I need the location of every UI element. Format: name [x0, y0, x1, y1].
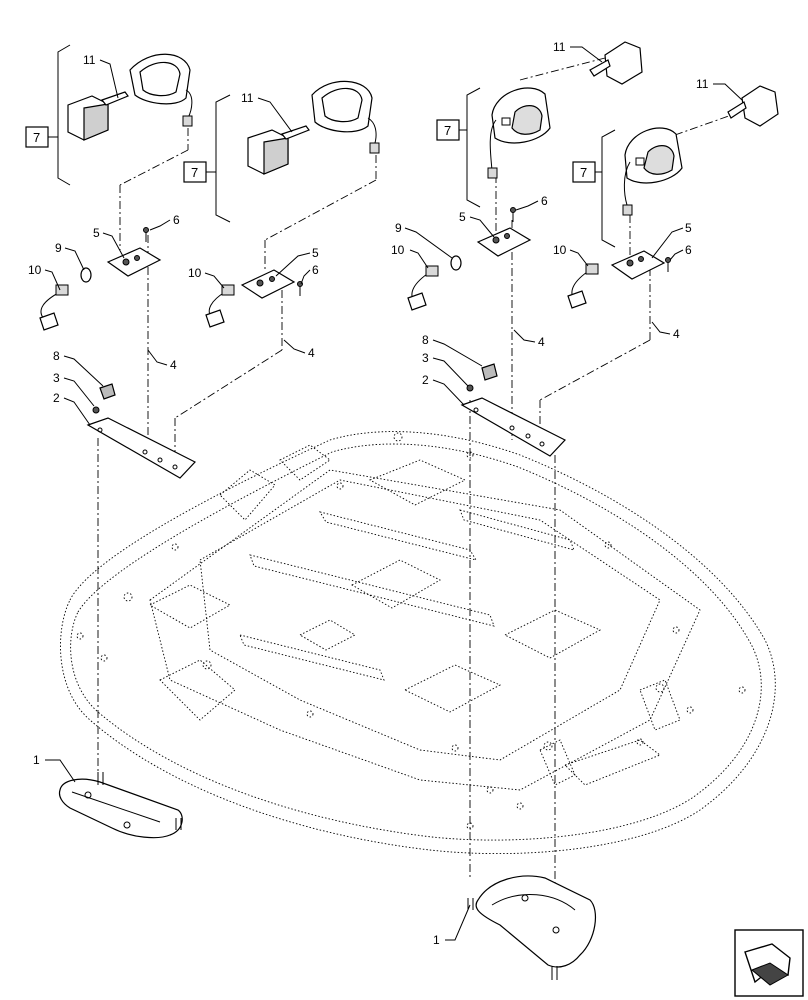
cab-roof [60, 431, 776, 855]
group-bracket-7c [436, 87, 481, 208]
work-lamp-assembly-2 [205, 80, 380, 328]
callout-11: 11 [553, 40, 566, 54]
group-bracket-7a [25, 44, 71, 186]
callout-3: 3 [53, 371, 60, 385]
callout-8: 8 [422, 333, 429, 347]
group-bracket-7b [183, 94, 231, 223]
callout-1: 1 [433, 933, 440, 947]
callout-6: 6 [685, 243, 692, 257]
callout-7: 7 [580, 165, 587, 180]
callout-7: 7 [33, 130, 40, 145]
callout-3: 3 [422, 351, 429, 365]
callout-4: 4 [673, 327, 680, 341]
callout-9: 9 [55, 241, 62, 255]
callout-6: 6 [312, 263, 319, 277]
callout-4: 4 [538, 335, 545, 349]
callout-10: 10 [391, 243, 405, 257]
callout-2: 2 [422, 373, 429, 387]
callout-5: 5 [685, 221, 692, 235]
callout-11: 11 [241, 91, 254, 105]
callout-4: 4 [308, 346, 315, 360]
callout-2: 2 [53, 391, 60, 405]
callout-6: 6 [541, 194, 548, 208]
callout-8: 8 [53, 349, 60, 363]
work-lamp-assembly-3 [407, 41, 643, 980]
callout-5: 5 [93, 226, 100, 240]
callout-1: 1 [33, 753, 40, 767]
callout-labels: 11 11 11 11 7 7 7 7 5 5 5 5 6 6 6 6 9 9 … [28, 40, 709, 947]
callout-11: 11 [83, 53, 96, 67]
callout-9: 9 [395, 221, 402, 235]
callout-10: 10 [188, 266, 202, 280]
assembly-centerlines [97, 57, 741, 915]
callout-10: 10 [553, 243, 567, 257]
callout-5: 5 [459, 210, 466, 224]
callout-10: 10 [28, 263, 42, 277]
callout-7: 7 [444, 123, 451, 138]
callout-6: 6 [173, 213, 180, 227]
callout-5: 5 [312, 246, 319, 260]
group-bracket-7d [572, 129, 616, 248]
callout-7: 7 [191, 165, 198, 180]
callout-11: 11 [696, 77, 709, 91]
work-lamp-assembly-4 [567, 85, 779, 309]
callout-4: 4 [170, 358, 177, 372]
view-direction-arrow-icon [734, 929, 804, 997]
work-lamp-assembly-1 [39, 53, 196, 839]
leader-lines [44, 46, 743, 941]
